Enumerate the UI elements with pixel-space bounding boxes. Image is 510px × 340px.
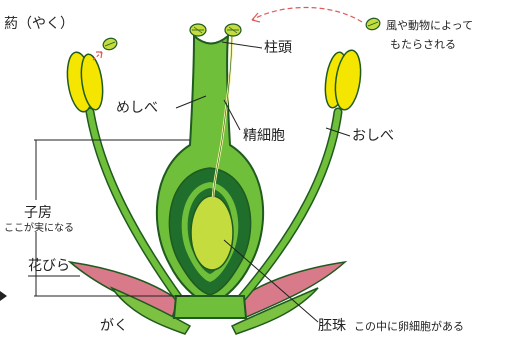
pollination-arrow-anther bbox=[93, 52, 102, 60]
label-ovule-note: この中に卵細胞がある bbox=[354, 319, 464, 333]
label-stamen: おしべ bbox=[352, 128, 394, 144]
label-ovary-note: ここが実になる bbox=[4, 221, 74, 234]
ovule bbox=[191, 196, 233, 270]
pollen-grain-incoming bbox=[365, 16, 382, 31]
receptacle bbox=[174, 296, 246, 318]
label-petal: 花びら bbox=[28, 258, 70, 274]
label-pistil: めしべ bbox=[116, 100, 158, 116]
label-pollination-note-1: 風や動物によって bbox=[386, 18, 473, 32]
label-sperm-nucleus: 精細胞 bbox=[243, 128, 285, 144]
pollination-arrow-top-head bbox=[252, 13, 260, 22]
label-ovary: 子房 bbox=[24, 205, 52, 221]
anther-left bbox=[64, 51, 106, 114]
anther-right bbox=[322, 49, 364, 112]
label-anther: 葯（やく） bbox=[4, 16, 74, 32]
label-sepal: がく bbox=[100, 318, 128, 334]
pollination-arrow-top bbox=[252, 8, 362, 23]
pollen-grain-stigma-right bbox=[225, 24, 241, 36]
pollen-grain-anther bbox=[102, 36, 119, 51]
pollen-grain-stigma-left bbox=[190, 24, 206, 36]
label-pollination-note-2: もたらされる bbox=[390, 38, 456, 51]
label-ovule: 胚珠 bbox=[318, 318, 346, 334]
pointer-triangle-icon bbox=[0, 291, 7, 301]
label-stigma: 柱頭 bbox=[264, 40, 292, 56]
